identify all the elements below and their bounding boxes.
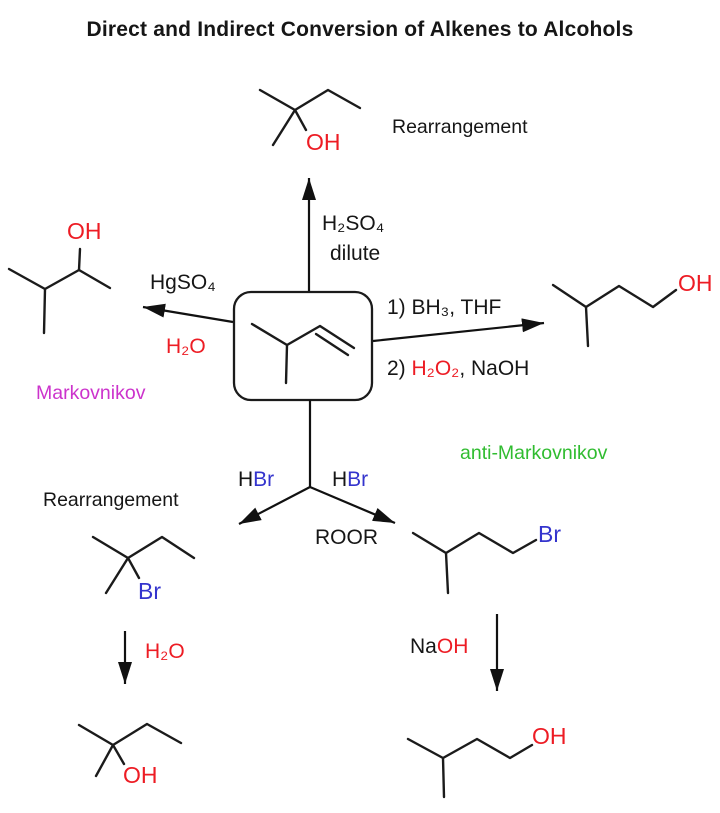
rearrangement-note-top: Rearrangement (392, 116, 528, 138)
naoh-na: Na (410, 635, 437, 658)
hbr-h: H (332, 468, 348, 491)
hbr-label-left: HBr (238, 468, 274, 491)
hbr-label-right: HBr (332, 468, 368, 491)
oh-label-top-product: OH (306, 129, 341, 155)
h2o-solvent-label: H₂O (166, 335, 206, 358)
tert-alcohol-structure-top (258, 88, 362, 147)
oh-label-bottom-right-product: OH (532, 723, 567, 749)
diagram-title: Direct and Indirect Conversion of Alkene… (86, 18, 634, 41)
prim-alcohol-structure-right (551, 283, 678, 348)
prim-bromide-structure (411, 531, 538, 595)
anti-markovnikov-note: anti-Markovnikov (460, 442, 608, 464)
hgso4-reagent-label: HgSO₄ (150, 271, 216, 294)
tert-alcohol-structure-bottom-left (77, 722, 183, 778)
br-label-tert-bromide: Br (138, 578, 161, 604)
step2-number: 2) (387, 357, 412, 380)
hbr-h: H (238, 468, 254, 491)
h2o2-reagent: H₂O₂ (411, 357, 460, 380)
naoh-reagent: , NaOH (459, 357, 530, 380)
oh-label-bottom-left-product: OH (123, 762, 158, 788)
oh-label-left-product: OH (67, 218, 102, 244)
prim-alcohol-structure-bottom-right (406, 737, 534, 799)
arrow-hbr-left (238, 486, 311, 525)
br-label-prim-bromide: Br (538, 521, 561, 547)
markovnikov-note: Markovnikov (36, 382, 146, 404)
sec-alcohol-structure-left (7, 247, 112, 335)
central-alkene-structure (250, 322, 356, 385)
arrow-hgso4-left (142, 303, 234, 324)
naoh-base-label: NaOH (410, 635, 468, 658)
hbr-br: Br (347, 468, 369, 491)
h2o2-naoh-step2-label: 2) H₂O₂, NaOH (387, 357, 529, 380)
bh3-thf-step1-label: 1) BH₃, THF (387, 296, 502, 319)
dilute-condition-label: dilute (330, 242, 381, 265)
arrow-hbr-right (309, 485, 396, 525)
tert-bromide-structure (91, 535, 196, 595)
oh-label-right-product: OH (678, 270, 713, 296)
h2so4-reagent-label: H₂SO₄ (322, 212, 385, 235)
naoh-oh: OH (436, 635, 469, 658)
roor-peroxide-label: ROOR (315, 526, 378, 549)
hbr-br: Br (253, 468, 275, 491)
central-substrate-box (232, 290, 374, 402)
rearrangement-note-bottom-left: Rearrangement (43, 489, 179, 511)
h2o-hydrolysis-label: H₂O (145, 640, 185, 663)
arrow-bh3-right (372, 318, 545, 343)
